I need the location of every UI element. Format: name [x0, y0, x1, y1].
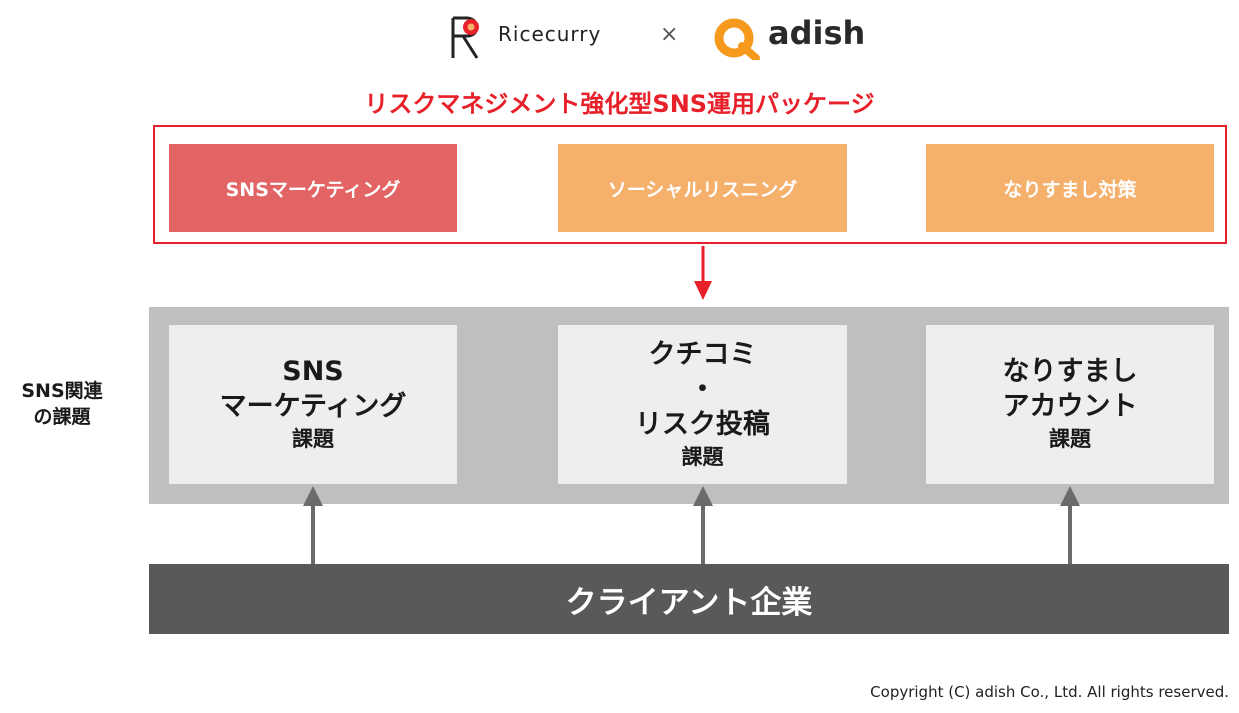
collaboration-separator: ×: [660, 22, 679, 47]
ricecurry-logo-text: Ricecurry: [498, 22, 602, 46]
issue-suffix: 課題: [681, 444, 724, 469]
sns-issues-side-label: SNS関連 の課題: [14, 378, 110, 430]
issue-reviews-risk-posts: クチコミ ・ リスク投稿 課題: [558, 325, 847, 484]
issue-suffix: 課題: [1049, 427, 1091, 451]
adish-logo-text: adish: [768, 14, 866, 52]
package-title: リスクマネジメント強化型SNS運用パッケージ: [364, 90, 875, 118]
package-to-issues-arrowhead: [694, 281, 712, 300]
issue-line: アカウント: [1002, 391, 1138, 422]
side-label-line: の課題: [33, 406, 91, 428]
package-frame: [153, 125, 1227, 244]
client-to-issue-arrowhead: [303, 486, 323, 506]
issue-line: ・: [689, 373, 716, 405]
issue-line: マーケティング: [219, 391, 407, 422]
issue-impersonation-accounts: なりすまし アカウント 課題: [926, 325, 1214, 484]
service-social-listening: ソーシャルリスニング: [558, 144, 847, 232]
issue-suffix: 課題: [292, 427, 334, 451]
side-label-line: SNS関連: [21, 380, 103, 402]
service-sns-marketing: SNSマーケティング: [169, 144, 457, 232]
adish-logo-icon: [714, 18, 760, 60]
client-to-issue-arrowhead: [693, 486, 713, 506]
issue-line: なりすまし: [1002, 356, 1138, 387]
copyright-notice: Copyright (C) adish Co., Ltd. All rights…: [870, 683, 1229, 701]
issue-line: SNS: [282, 356, 344, 387]
ricecurry-logo-icon: [451, 16, 479, 59]
client-company-bar: クライアント企業: [149, 564, 1229, 634]
service-impersonation-countermeasure: なりすまし対策: [926, 144, 1214, 232]
client-to-issue-arrowhead: [1060, 486, 1080, 506]
issue-sns-marketing: SNS マーケティング 課題: [169, 325, 457, 484]
issue-line: リスク投稿: [635, 408, 770, 440]
issue-line: クチコミ: [648, 338, 757, 370]
